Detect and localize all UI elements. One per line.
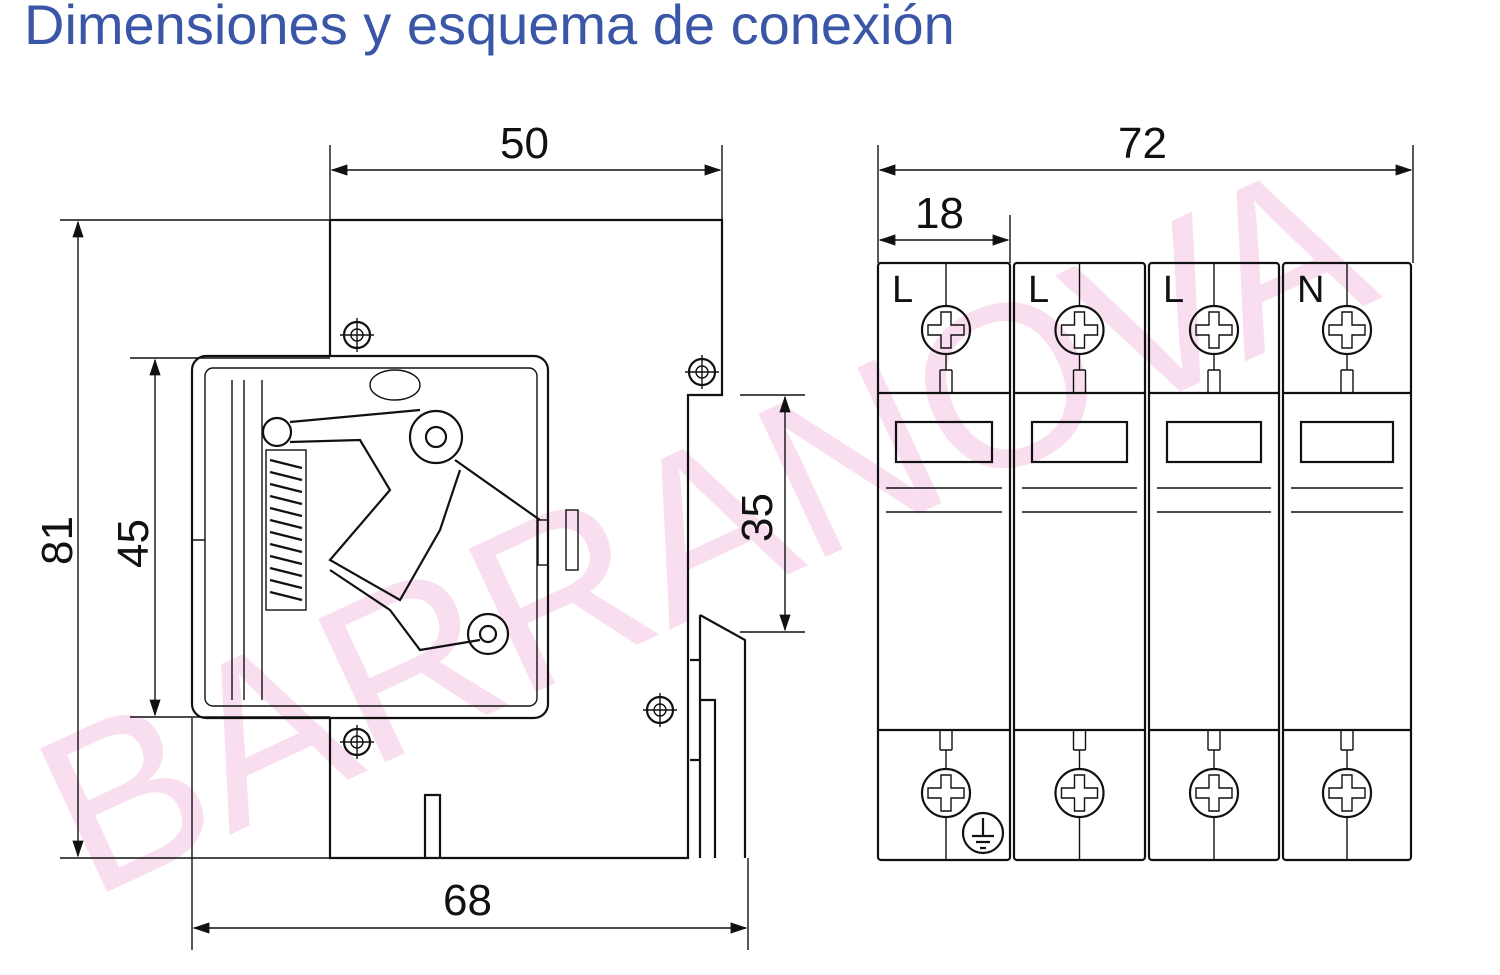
page-title: Dimensiones y esquema de conexión [24,0,955,56]
top-terminal-screw-icon [1054,304,1105,356]
mounting-screws [340,318,719,759]
pole-label: N [1297,269,1324,311]
pole-label: L [892,269,913,311]
ground-icon [961,811,1005,855]
pole-module: L [1147,261,1281,862]
dim-depth-total: 68 [443,876,492,925]
pole-label: L [1163,269,1184,311]
dim-height-front: 45 [109,519,158,568]
status-window [1299,420,1395,464]
pole-label: L [1028,269,1049,311]
watermark: BARRANOVA [2,108,1404,944]
dim-pole-width: 18 [915,189,964,238]
top-terminal-screw-icon [920,304,972,356]
status-window [1030,420,1129,464]
pole-module: L [876,261,1012,862]
dim-width-total: 72 [1118,119,1167,168]
status-window [1165,420,1263,464]
dim-din-rail: 35 [733,493,782,542]
bottom-terminal-screw-icon [920,767,972,819]
din-clip [690,614,747,858]
bottom-terminal-screw-icon [1188,767,1240,819]
pole-module: N [1281,261,1413,862]
bottom-terminal-screw-icon [1321,767,1373,819]
spring [265,449,307,611]
status-window [894,420,994,464]
bottom-terminal-screw-icon [1054,767,1105,819]
housing-slot [423,793,442,858]
side-view: 50 81 45 35 68 [33,119,805,950]
dim-width-top: 50 [500,119,549,168]
dim-height-total: 81 [33,516,82,565]
pole-module: L [1012,261,1147,862]
top-terminal-screw-icon [1321,304,1373,356]
front-view: 72 18 L L L N [876,119,1414,862]
top-terminal-screw-icon [1188,304,1240,356]
